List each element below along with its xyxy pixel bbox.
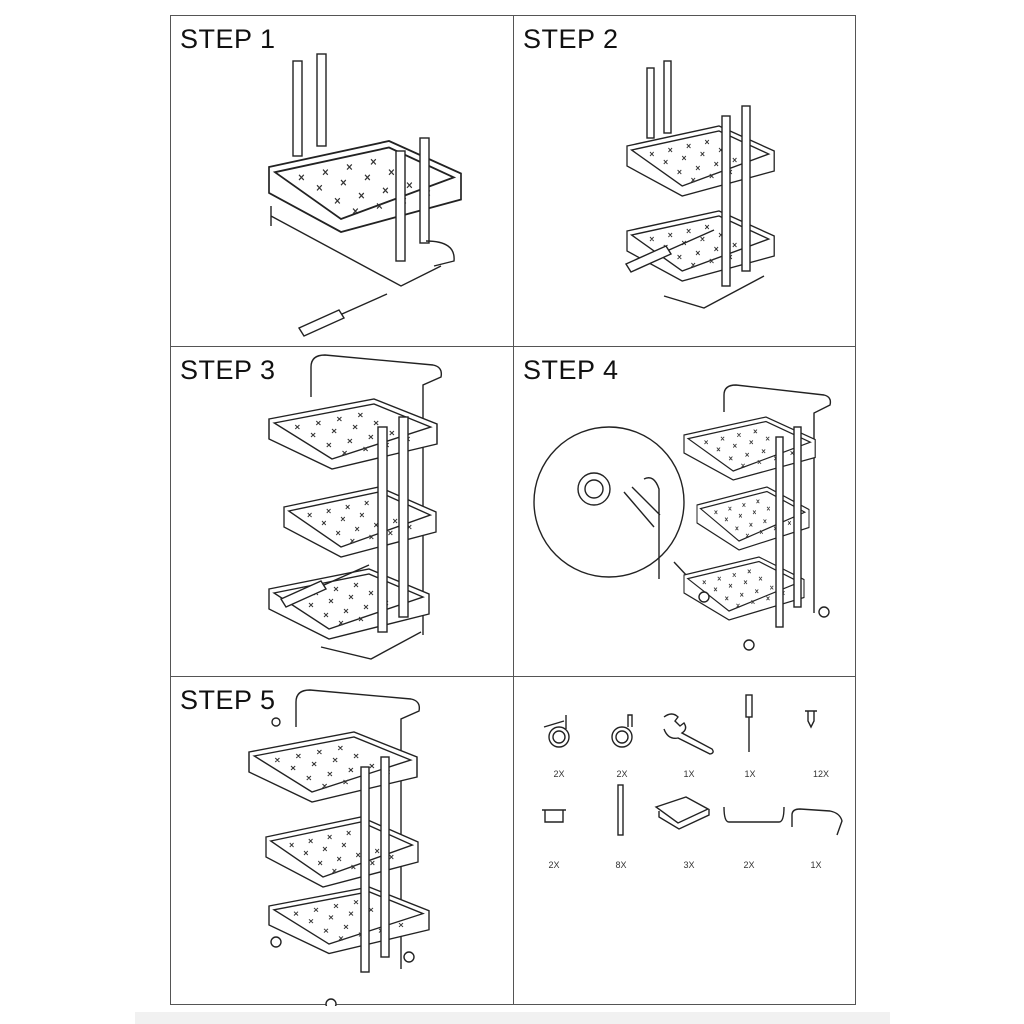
step-3-panel: STEP 3	[171, 347, 513, 676]
part-qty: 2X	[548, 860, 560, 870]
side-rail-icon	[723, 806, 785, 823]
parts-illustrations	[542, 694, 843, 836]
step-title: STEP 2	[523, 24, 619, 54]
divider	[513, 16, 514, 1004]
part-qty: 12X	[812, 769, 829, 779]
part-qty: 1X	[683, 769, 695, 779]
step-5-panel: STEP 5	[171, 677, 513, 1006]
part-qty: 2X	[553, 769, 565, 779]
divider	[171, 676, 855, 677]
step-title: STEP 5	[180, 685, 276, 715]
screwdriver-icon	[745, 694, 753, 752]
parts-list-panel: 2X 2X 1X 1X 12X 2X 8X 3X 2X 1X	[514, 677, 857, 1006]
wheel-with-brake-icon	[543, 715, 570, 748]
step-title: STEP 4	[523, 355, 619, 385]
part-qty: 3X	[683, 860, 695, 870]
assembly-instructions-sheet: STEP 1 STEP 2 STEP 3	[170, 15, 857, 1006]
basket-icon	[654, 796, 710, 830]
bottom-strip	[135, 1012, 890, 1024]
part-qty: 1X	[744, 769, 756, 779]
divider	[171, 346, 855, 347]
part-qty: 1X	[810, 860, 822, 870]
step-3-illustration	[268, 354, 443, 660]
cap-icon	[542, 809, 566, 823]
part-qty: 2X	[616, 769, 628, 779]
step-1-panel: STEP 1	[171, 16, 513, 346]
step-2-panel: STEP 2	[514, 16, 857, 346]
pole-icon	[617, 784, 624, 836]
screw-icon	[805, 710, 817, 729]
part-qty: 2X	[743, 860, 755, 870]
step-title: STEP 3	[180, 355, 276, 385]
step-title: STEP 1	[180, 24, 276, 54]
step-5-illustration	[248, 689, 430, 1006]
wheel-detail-callout	[533, 426, 685, 578]
step-4-panel: STEP 4	[514, 347, 857, 676]
part-qty: 8X	[615, 860, 627, 870]
wrench-icon	[663, 713, 714, 755]
step-4-illustration	[533, 384, 832, 651]
wheel-icon	[611, 714, 633, 748]
step-1-illustration	[268, 53, 462, 337]
step-2-illustration	[625, 60, 775, 309]
handle-icon	[791, 808, 843, 836]
